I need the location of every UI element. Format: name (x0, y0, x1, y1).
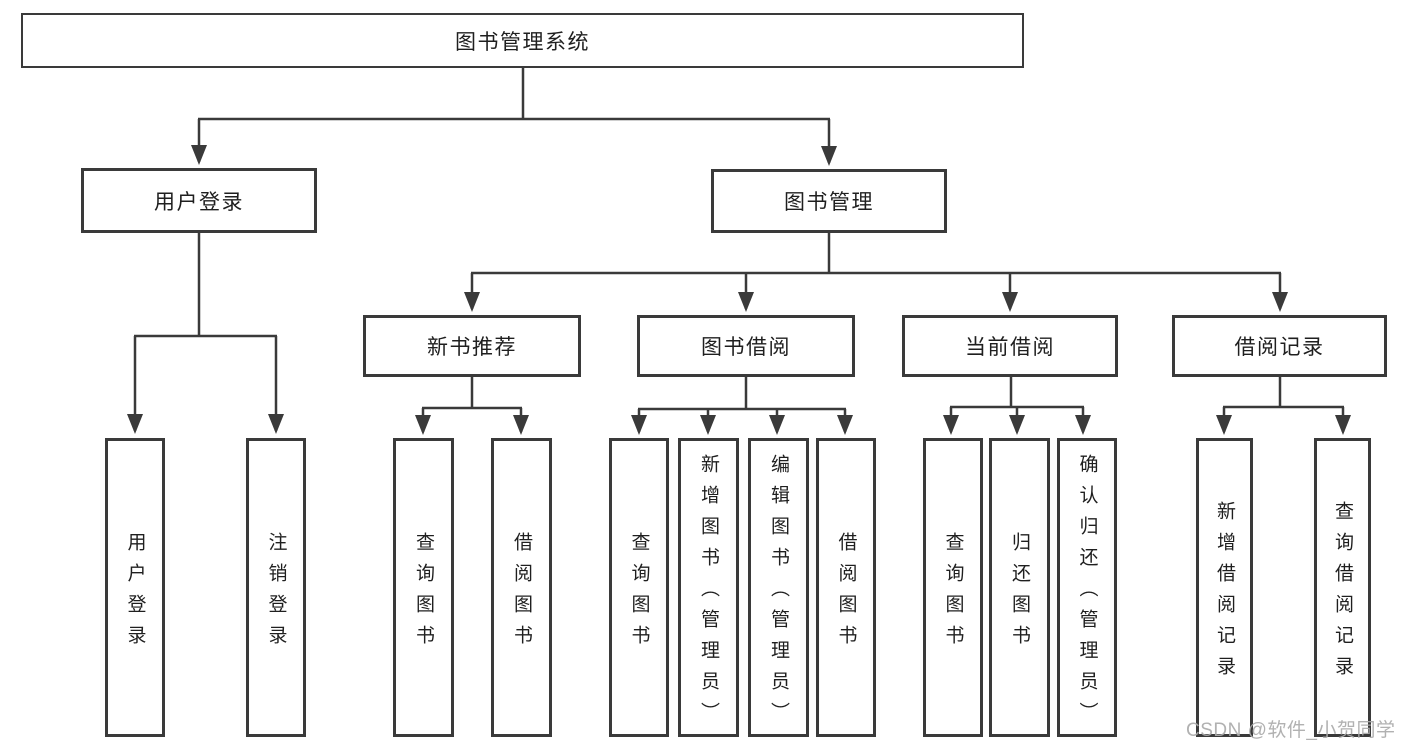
leaf-logout: 注销登录 (246, 438, 306, 737)
node-label: 当前借阅 (965, 336, 1055, 359)
node-borrowing-records: 借阅记录 (1172, 315, 1387, 377)
leaf-edit-books-admin: 编辑图书（管理员） (748, 438, 809, 737)
node-label: 查询图书 (628, 531, 650, 656)
node-label: 注销登录 (265, 531, 287, 656)
leaf-query-books-borrowing: 查询图书 (609, 438, 669, 737)
leaf-add-books-admin: 新增图书（管理员） (678, 438, 739, 737)
node-label: 查询图书 (942, 531, 964, 656)
leaf-add-borrow-record: 新增借阅记录 (1196, 438, 1253, 737)
node-label: 用户登录 (124, 531, 146, 656)
node-label: 新增借阅记录 (1214, 500, 1235, 687)
node-user-login: 用户登录 (81, 168, 317, 233)
node-new-book-recommend: 新书推荐 (363, 315, 581, 377)
node-label: 图书管理 (784, 191, 874, 214)
node-label: 借阅图书 (511, 531, 532, 656)
leaf-query-borrow-record: 查询借阅记录 (1314, 438, 1371, 737)
node-label: 图书借阅 (701, 336, 791, 359)
node-book-borrowing: 图书借阅 (637, 315, 855, 377)
node-library-management-system: 图书管理系统 (21, 13, 1024, 68)
leaf-borrow-books: 借阅图书 (816, 438, 876, 737)
leaf-user-login: 用户登录 (105, 438, 165, 737)
node-label: 新增图书（管理员） (698, 454, 719, 733)
node-label: 查询借阅记录 (1332, 500, 1353, 687)
node-label: 编辑图书（管理员） (768, 454, 789, 733)
node-label: 借阅记录 (1234, 336, 1325, 359)
leaf-query-books-recommend: 查询图书 (393, 438, 454, 737)
node-label: 借阅图书 (835, 531, 857, 656)
node-label: 查询图书 (413, 531, 434, 656)
node-label: 归还图书 (1009, 531, 1030, 656)
node-book-management: 图书管理 (711, 169, 947, 233)
leaf-return-books: 归还图书 (989, 438, 1050, 737)
csdn-watermark: CSDN @软件_小贺同学 (1186, 720, 1396, 741)
leaf-confirm-return-admin: 确认归还（管理员） (1057, 438, 1117, 737)
node-label: 图书管理系统 (455, 30, 590, 54)
leaf-borrow-books-recommend: 借阅图书 (491, 438, 552, 737)
node-label: 用户登录 (154, 190, 244, 214)
leaf-query-books-current: 查询图书 (923, 438, 983, 737)
node-label: 确认归还（管理员） (1076, 454, 1098, 733)
node-current-borrowing: 当前借阅 (902, 315, 1118, 377)
node-label: 新书推荐 (427, 336, 517, 359)
